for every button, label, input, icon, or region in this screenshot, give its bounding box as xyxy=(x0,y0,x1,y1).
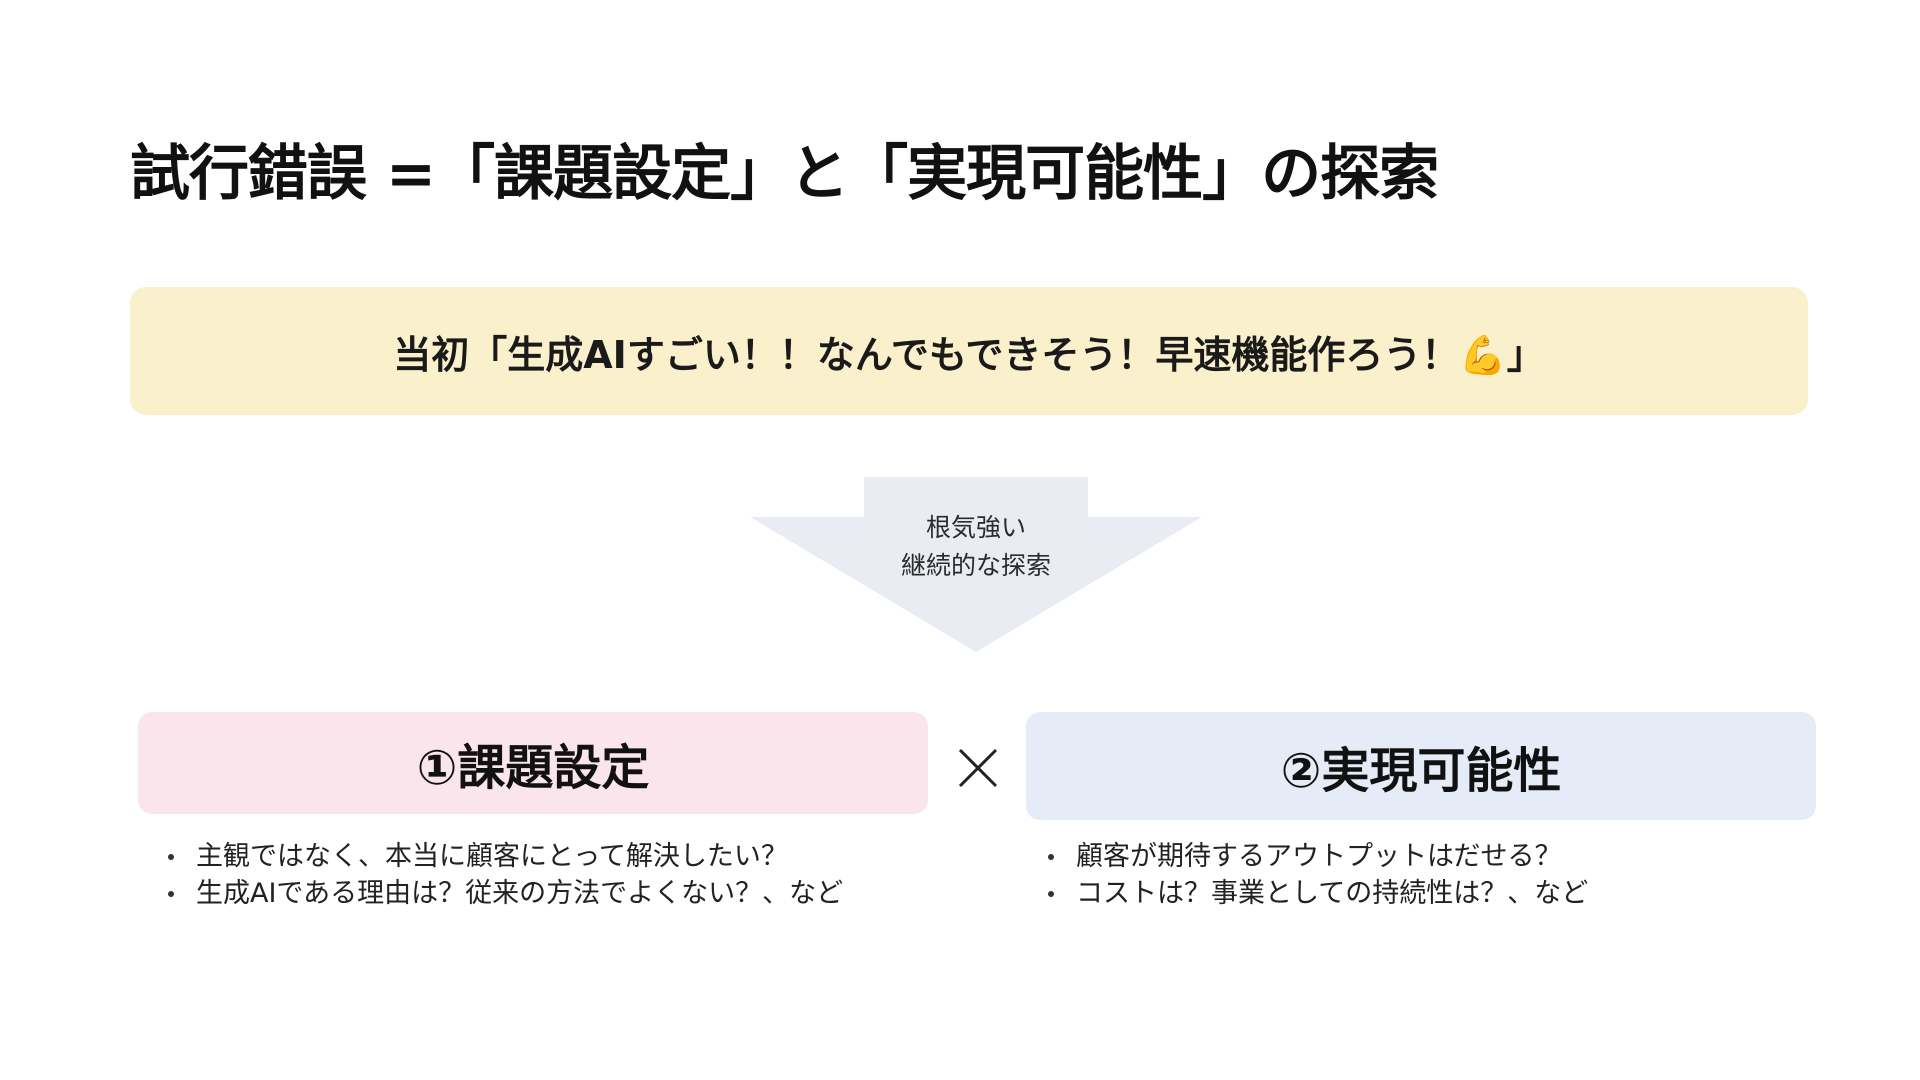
bullet-dot xyxy=(1048,890,1054,897)
feasibility-bullets: 顧客が期待するアウトプットはだせる？ コストは？事業としての持続性は？、など xyxy=(1040,838,1588,912)
down-arrow-shape xyxy=(750,477,1202,652)
feasibility-card: ②実現可能性 xyxy=(1026,712,1816,820)
arrow-label: 根気強い 継続的な探索 xyxy=(750,509,1202,585)
list-item: 主観ではなく、本当に顧客にとって解決したい？ xyxy=(160,838,843,875)
initial-impression-text: 当初「生成AIすごい！！なんでもできそう！早速機能作ろう！💪」 xyxy=(393,332,1545,377)
times-icon xyxy=(958,748,998,788)
bullet-dot xyxy=(168,890,174,897)
bullet-dot xyxy=(1048,853,1054,860)
list-item-text: 顧客が期待するアウトプットはだせる？ xyxy=(1076,841,1562,872)
arrow-label-line2: 継続的な探索 xyxy=(900,551,1051,580)
list-item-text: コストは？事業としての持続性は？、など xyxy=(1076,878,1589,909)
list-item: コストは？事業としての持続性は？、など xyxy=(1040,875,1588,912)
feasibility-title: ②実現可能性 xyxy=(1280,743,1562,799)
list-item: 顧客が期待するアウトプットはだせる？ xyxy=(1040,838,1588,875)
problem-setting-card: ①課題設定 xyxy=(138,712,928,814)
bullet-dot xyxy=(168,853,174,860)
list-item-text: 生成AIである理由は？従来の方法でよくない？、など xyxy=(196,878,844,909)
problem-setting-title: ①課題設定 xyxy=(416,740,650,796)
arrow-label-line1: 根気強い xyxy=(925,513,1026,542)
problem-setting-bullets: 主観ではなく、本当に顧客にとって解決したい？ 生成AIである理由は？従来の方法で… xyxy=(160,838,843,912)
slide-title: 試行錯誤 =「課題設定」と「実現可能性」の探索 xyxy=(130,139,1439,209)
down-arrow: 根気強い 継続的な探索 xyxy=(750,477,1202,652)
list-item-text: 主観ではなく、本当に顧客にとって解決したい？ xyxy=(196,841,788,872)
list-item: 生成AIである理由は？従来の方法でよくない？、など xyxy=(160,875,843,912)
initial-impression-box: 当初「生成AIすごい！！なんでもできそう！早速機能作ろう！💪」 xyxy=(130,287,1808,415)
